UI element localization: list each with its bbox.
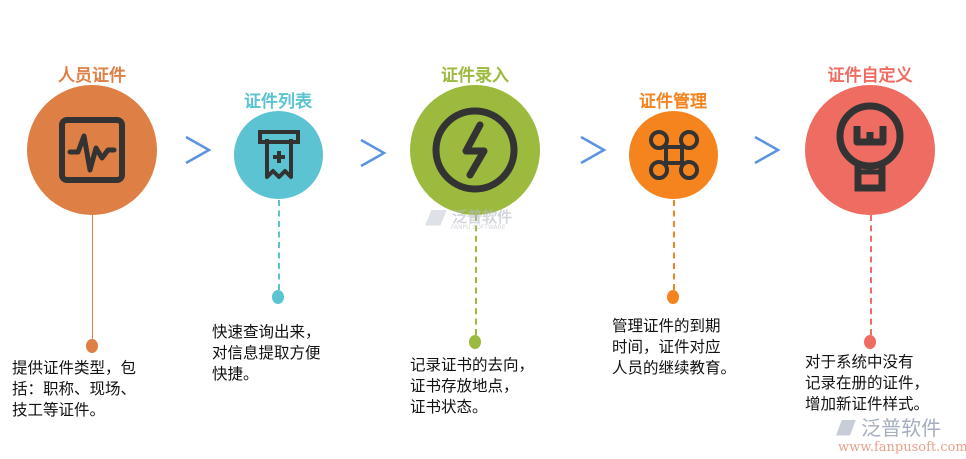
step-1-title: 人员证件 <box>58 66 126 86</box>
fanpu-logo-icon <box>836 419 856 436</box>
step-1-circle <box>27 85 157 215</box>
desc-line: 管理证件的到期 <box>612 317 721 335</box>
activity-monitor-icon <box>59 117 125 183</box>
arrow-right-icon <box>754 135 781 165</box>
fanpu-logo-icon <box>425 209 447 226</box>
step-3-circle <box>410 85 540 215</box>
step-5-dot <box>864 335 876 349</box>
lightbulb-icon <box>836 102 904 192</box>
desc-line: 技工等证件。 <box>12 401 106 419</box>
step-3-connector <box>475 215 477 335</box>
lightning-power-icon <box>432 107 518 193</box>
step-2-description: 快速查询出来， 对信息提取方便 快捷。 <box>212 322 321 385</box>
step-4-description: 管理证件的到期 时间，证件对应 人员的继续教育。 <box>612 316 736 379</box>
step-3-dot <box>469 335 481 349</box>
desc-line: 对信息提取方便 <box>212 344 321 362</box>
step-4-title: 证件管理 <box>639 92 707 112</box>
arrow-right-icon <box>360 138 387 168</box>
desc-line: 证书存放地点， <box>410 377 519 395</box>
step-4-connector <box>673 200 675 290</box>
arrow-right-icon <box>580 135 607 165</box>
desc-line: 证书状态。 <box>410 398 488 416</box>
watermark-corner: 泛普软件 <box>836 415 942 440</box>
desc-line: 记录证书的去向， <box>410 356 535 374</box>
step-2-connector <box>278 200 280 290</box>
drone-command-icon <box>648 130 699 180</box>
watermark-brand: 泛普软件 <box>452 208 513 226</box>
desc-line: 增加新证件样式。 <box>805 395 930 413</box>
watermark-url: www.fanpusoft.com <box>838 440 966 455</box>
desc-line: 人员的继续教育。 <box>612 359 737 377</box>
step-3-title: 证件录入 <box>441 66 509 86</box>
desc-line: 提供证件类型，包 <box>12 359 137 377</box>
step-2-title: 证件列表 <box>244 92 312 112</box>
step-5-circle <box>805 85 935 215</box>
step-4-circle <box>629 111 718 199</box>
step-5-connector <box>870 215 872 335</box>
step-1-dot <box>86 339 98 353</box>
desc-line: 记录在册的证件， <box>805 374 930 392</box>
step-5-description: 对于系统中没有 记录在册的证件， 增加新证件样式。 <box>805 352 929 415</box>
step-3-description: 记录证书的去向， 证书存放地点， 证书状态。 <box>410 355 534 418</box>
step-2-circle <box>234 111 323 199</box>
receipt-add-icon <box>257 130 300 179</box>
step-1-connector <box>92 215 93 343</box>
desc-line: 括：职称、现场、 <box>12 380 137 398</box>
desc-line: 快捷。 <box>212 365 259 383</box>
desc-line: 时间，证件对应 <box>612 338 721 356</box>
step-1-description: 提供证件类型，包 括：职称、现场、 技工等证件。 <box>12 358 136 421</box>
watermark-center: 泛普软件 FANPU SOFTWARE <box>425 206 512 231</box>
desc-line: 对于系统中没有 <box>805 353 914 371</box>
step-2-dot <box>272 290 284 304</box>
arrow-right-icon <box>185 135 212 165</box>
watermark-brand: 泛普软件 <box>861 415 942 440</box>
desc-line: 快速查询出来， <box>212 323 321 341</box>
watermark-brand-en: FANPU SOFTWARE <box>451 224 506 231</box>
step-5-title: 证件自定义 <box>827 66 913 86</box>
step-4-dot <box>667 290 679 304</box>
